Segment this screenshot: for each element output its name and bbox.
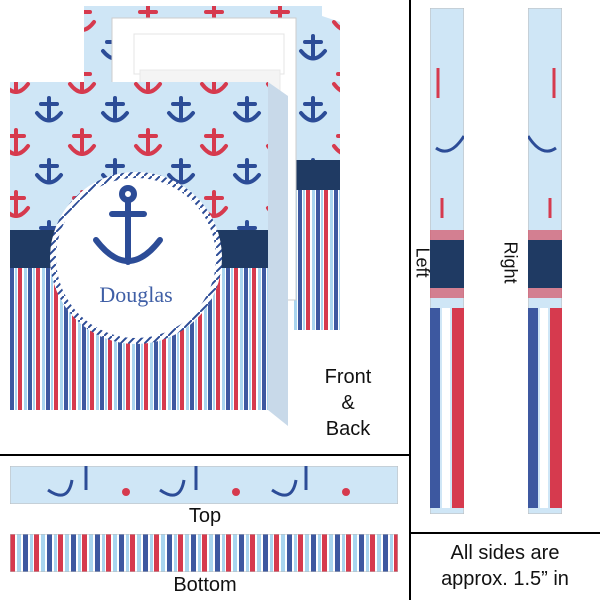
size-note-line-1: All sides are [450, 542, 560, 564]
label-bottom: Bottom [173, 574, 237, 596]
label-right: Right [500, 241, 521, 284]
horizontal-divider-left [0, 454, 410, 456]
bottom-side-strip [10, 534, 398, 572]
label-front: Front [324, 366, 372, 388]
left-side-strip [430, 8, 464, 514]
label-left: Left [412, 247, 433, 278]
top-side-strip [10, 466, 398, 504]
product-name: Douglas [99, 282, 173, 307]
size-note: All sides are approx. 1.5” in [410, 540, 600, 592]
canvas-illustration [10, 6, 340, 426]
size-note-line-2: approx. 1.5” in [441, 568, 569, 590]
label-amp: & [341, 392, 355, 414]
label-front-back: Front & Back [300, 364, 396, 442]
vertical-divider [409, 0, 411, 600]
front-back-preview: Douglas [10, 6, 340, 426]
front-canvas [10, 82, 288, 426]
label-back: Back [325, 418, 371, 440]
right-side-strip [528, 8, 562, 514]
horizontal-divider-right [410, 532, 600, 534]
anchor-icon [93, 185, 163, 265]
label-top: Top [188, 505, 222, 527]
